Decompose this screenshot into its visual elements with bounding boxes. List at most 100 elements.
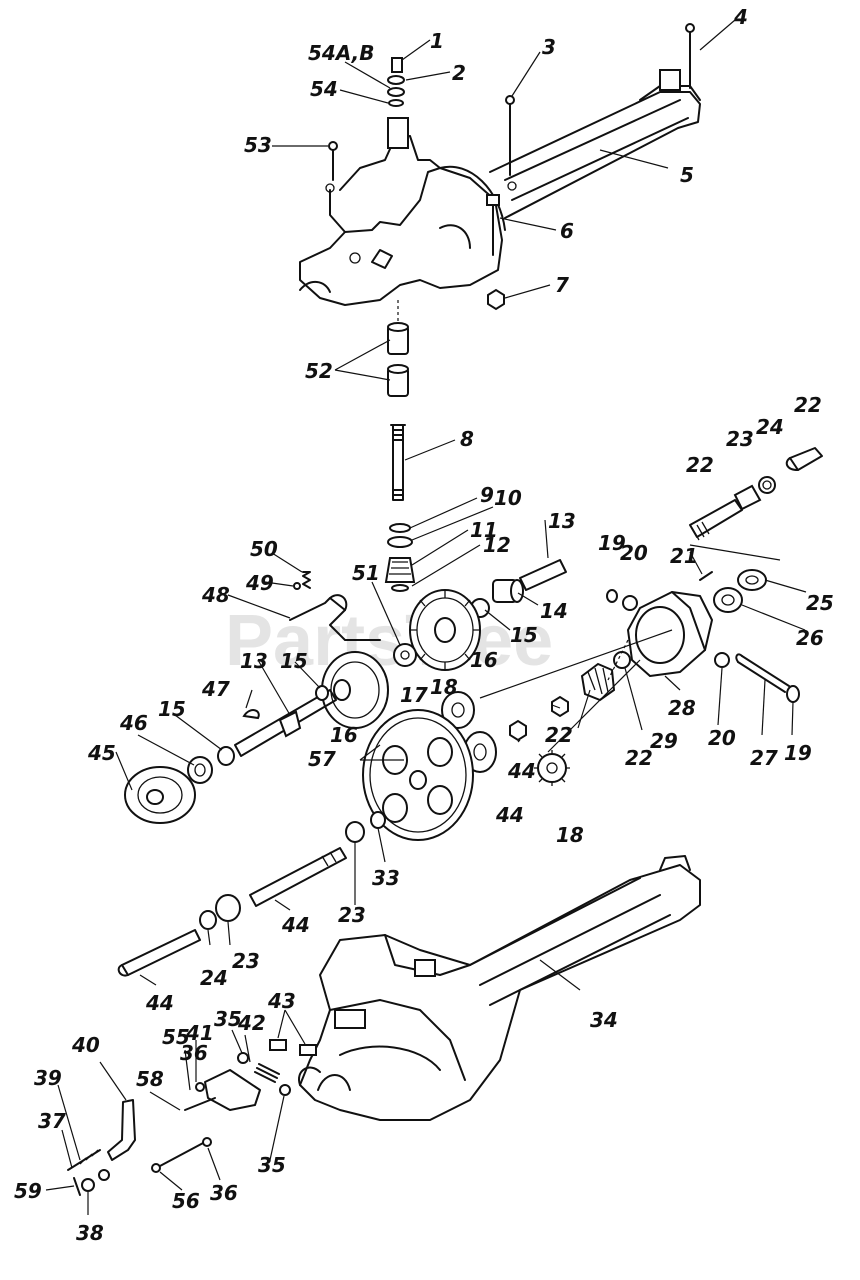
callout-15-left: 15 [158, 697, 186, 721]
collar-17 [393, 643, 417, 667]
callout-35-top: 35 [214, 1007, 242, 1031]
callout-28: 28 [668, 696, 696, 720]
large-gear-57 [362, 709, 474, 841]
callout-14: 14 [540, 599, 568, 623]
leader-case [479, 629, 673, 699]
callout-15-top: 15 [510, 623, 538, 647]
callout-3: 3 [542, 35, 556, 59]
washers-2-54 [387, 75, 405, 107]
callout-53: 53 [244, 133, 272, 157]
lower-housing-34 [298, 855, 701, 1121]
callout-33: 33 [372, 866, 400, 890]
callout-43: 43 [267, 989, 296, 1013]
shaft-13-pinion [234, 689, 337, 757]
pulley-45 [124, 766, 196, 824]
nut-22 [551, 695, 569, 718]
callout-26: 26 [796, 626, 824, 650]
axle-tube-5 [489, 69, 701, 219]
bushings-52 [387, 300, 409, 397]
spring-39-bolt-37 [67, 1149, 101, 1171]
callout-22-mid: 22 [686, 453, 714, 477]
callout-47: 47 [201, 677, 230, 701]
callout-13-top: 13 [548, 509, 576, 533]
callout-19-left: 19 [598, 531, 626, 555]
callout-44-shaft: 44 [281, 913, 310, 937]
callout-57: 57 [308, 747, 336, 771]
bushing-14 [492, 579, 524, 603]
callout-7: 7 [555, 273, 569, 297]
bevel-gear-16-top [409, 589, 481, 671]
callout-44-axle: 44 [145, 991, 174, 1015]
callout-1: 1 [430, 29, 444, 53]
shift-fork-48 [289, 594, 381, 641]
callout-45: 45 [87, 741, 116, 765]
callout-34: 34 [590, 1008, 618, 1032]
bushing-23-top [733, 484, 762, 511]
ball-49-spring-50 [293, 571, 311, 590]
callout-59: 59 [14, 1179, 42, 1203]
shift-lever-40 [107, 1099, 136, 1161]
callout-36-top: 36 [180, 1041, 208, 1065]
callout-41: 41 [185, 1021, 214, 1045]
callout-22-nut: 22 [545, 723, 573, 747]
washers-9-10 [387, 523, 413, 548]
callout-labels: 1 2 3 4 5 6 7 8 9 10 11 12 13 13 14 15 1… [14, 5, 834, 1245]
bearing-46 [187, 756, 213, 784]
clip-19-right [786, 685, 800, 703]
callout-19-right: 19 [784, 741, 812, 765]
callout-44-nut: 44 [507, 759, 536, 783]
callout-12: 12 [483, 533, 511, 557]
callout-23-top: 23 [726, 427, 754, 451]
washer-29 [613, 651, 631, 669]
output-shaft-44 [249, 847, 347, 907]
callout-13-left: 13 [240, 649, 268, 673]
input-shaft-8 [390, 424, 406, 501]
callout-40: 40 [71, 1033, 100, 1057]
washer-38-59 [73, 1169, 110, 1196]
spring-42 [254, 1063, 280, 1083]
callout-18-mid: 18 [430, 675, 458, 699]
callout-58: 58 [136, 1067, 164, 1091]
bearing-25-26 [713, 569, 767, 613]
axle-shaft-22-mid [689, 499, 743, 541]
callout-10: 10 [494, 486, 522, 510]
callout-48: 48 [201, 583, 230, 607]
callout-23-mid: 23 [338, 903, 366, 927]
bolt-4 [685, 23, 695, 89]
callout-51: 51 [352, 561, 380, 585]
callout-39: 39 [34, 1066, 62, 1090]
pinion-11-12 [384, 557, 416, 592]
callout-54ab: 54A,B [308, 41, 375, 65]
callout-16-left: 16 [330, 723, 358, 747]
upper-housing [299, 117, 506, 306]
callout-24-left: 24 [200, 966, 228, 990]
clip-19-20-left [606, 589, 638, 611]
callout-37: 37 [38, 1109, 66, 1133]
callout-27: 27 [750, 746, 778, 770]
bolt-53 [328, 141, 338, 181]
bolt-21 [699, 571, 713, 581]
washer-20-right [714, 652, 730, 668]
axle-shaft-22-top [785, 447, 823, 471]
bearing-24-top [758, 476, 776, 494]
bolt-3 [505, 95, 515, 176]
callout-22-gear: 22 [625, 746, 653, 770]
washer-15-mid [315, 685, 329, 701]
callout-35-bottom: 35 [258, 1153, 286, 1177]
callout-52: 52 [305, 359, 333, 383]
bushings-23-24-left [199, 894, 241, 930]
callout-50: 50 [250, 537, 278, 561]
callout-42: 42 [237, 1011, 266, 1035]
cross-shaft-27 [735, 653, 790, 693]
bevel-gear-18-left [441, 691, 475, 729]
watermark: PartsTree [225, 601, 553, 681]
key-47 [242, 709, 260, 720]
callout-6: 6 [560, 219, 574, 243]
callout-8: 8 [460, 427, 474, 451]
callout-25: 25 [806, 591, 834, 615]
callout-38: 38 [76, 1221, 104, 1245]
washer-33 [370, 811, 386, 829]
leader-lines [45, 19, 807, 1215]
bolt-6 [486, 194, 500, 256]
